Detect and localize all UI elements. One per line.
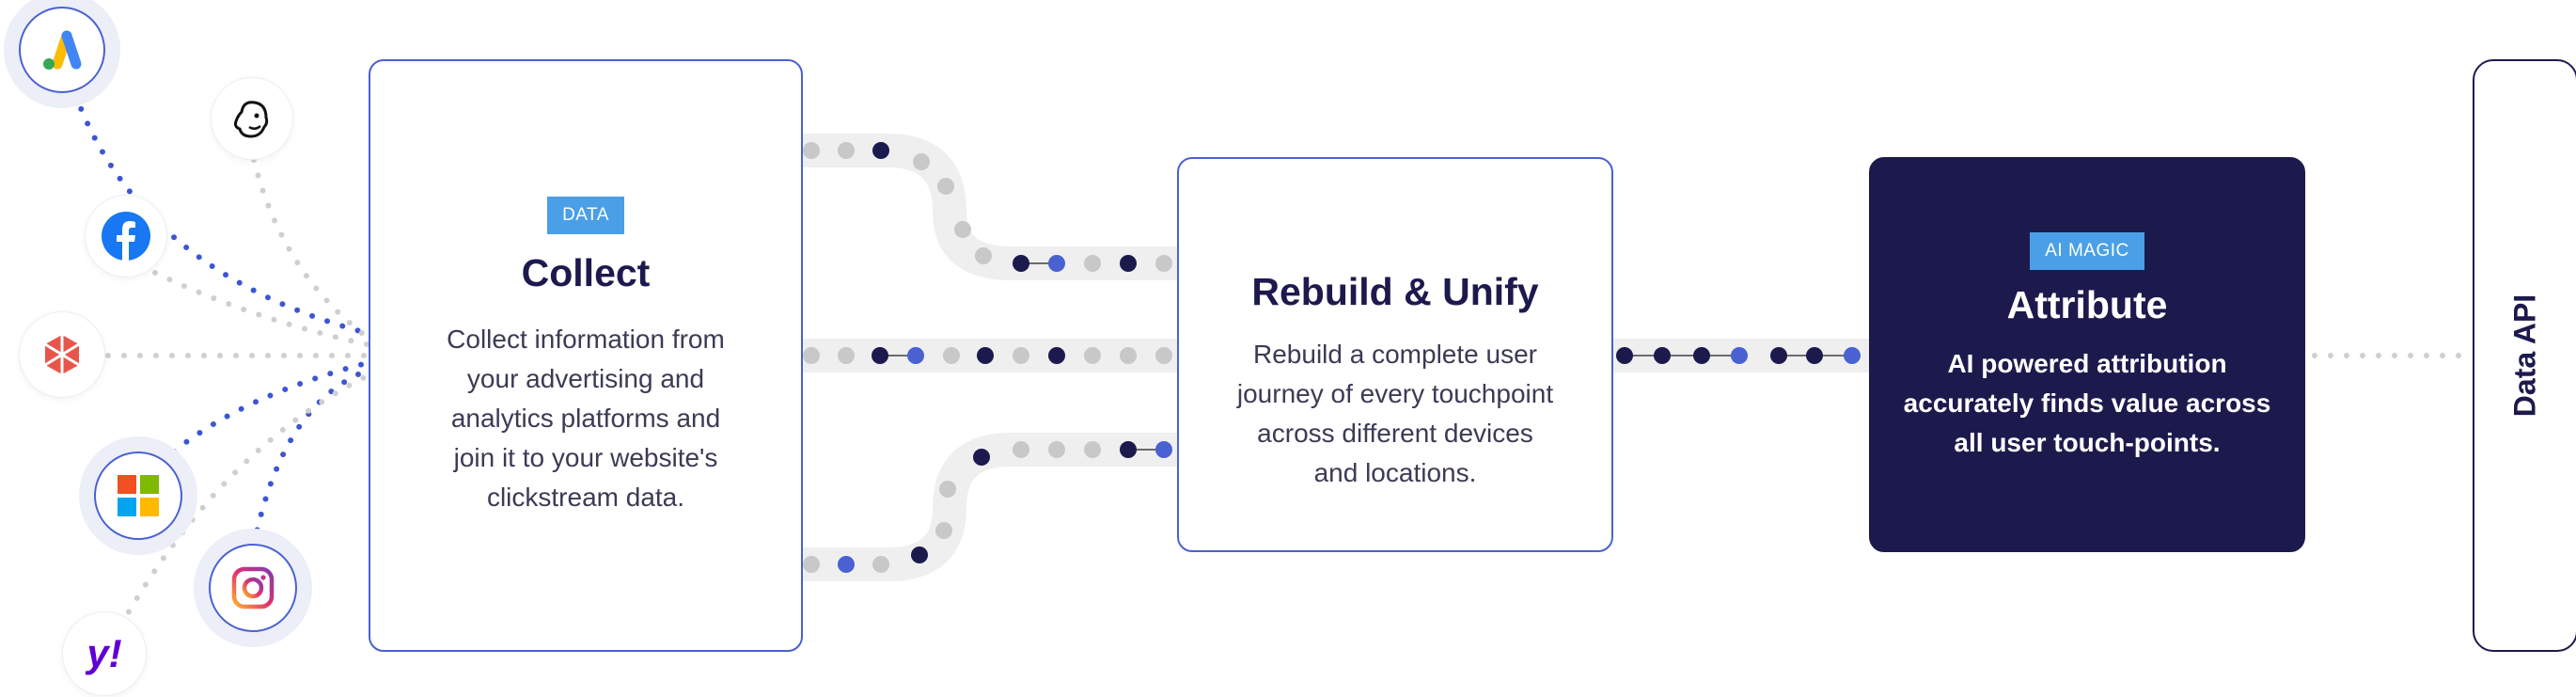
track-dot [1084,347,1101,364]
track-dot [1155,347,1172,364]
source-line-instagram [251,368,369,548]
desc-line: journey of every touchpoint [1236,379,1554,408]
track-dot [1693,347,1710,364]
desc-line: Collect information from [447,325,725,354]
track-dot [943,347,960,364]
source-asterisk [19,311,105,398]
data-api-box: Data API [2473,59,2576,652]
track-dot [872,347,888,364]
desc-line: and locations. [1313,458,1477,487]
track-dot [838,142,855,159]
rebuild-description: Rebuild a complete user journey of every… [1179,335,1611,493]
track-dot [838,347,855,364]
track-dot [939,481,956,498]
desc-line: join it to your website's [453,443,718,472]
google-ads-icon [43,30,82,70]
track-dot [803,142,820,159]
track-dot [1120,441,1137,458]
track-dot [1155,441,1172,458]
collect-title: Collect [521,251,651,294]
source-facebook [85,195,167,277]
source-line-mailchimp [251,157,369,340]
track-dot [1013,441,1029,458]
track-dot [1806,347,1823,364]
collect-description: Collect information from your advertisin… [370,320,801,517]
source-line-microsoft [171,360,369,454]
source-instagram [209,544,297,632]
data-badge: DATA [547,197,624,234]
track-dot [913,153,930,170]
yahoo-icon: y! [86,631,122,675]
microsoft-icon [118,475,159,516]
attribute-card: AI MAGIC Attribute AI powered attributio… [1869,157,2305,552]
desc-line: Rebuild a complete user [1253,340,1537,369]
source-line-facebook [152,270,369,347]
rebuild-title: Rebuild & Unify [1251,270,1539,313]
source-yahoo: y! [62,611,147,696]
track-dot [1048,255,1065,272]
track-dot [1013,255,1029,272]
track-dot [803,556,820,573]
track-dot [977,347,994,364]
source-google-ads [19,7,105,93]
desc-line: accurately finds value across [1903,388,2271,418]
desc-line: clickstream data. [486,483,685,512]
track-dot [911,547,928,563]
track-dot [1844,347,1861,364]
track-dot [1120,347,1137,364]
track-dot [803,347,820,364]
track-dot [872,142,889,159]
track-dot [937,178,954,195]
ai-magic-badge: AI MAGIC [2030,232,2144,270]
track-dot [1654,347,1671,364]
track-dot [1120,255,1137,272]
track-dot [1084,255,1101,272]
track-dot [1155,255,1172,272]
desc-line: AI powered attribution [1947,349,2227,378]
source-mailchimp [211,77,293,160]
track-bottom [787,433,1194,581]
track-dot [973,449,990,466]
track-dot [1616,347,1633,364]
track-dot [975,247,992,264]
track-dot [1084,441,1101,458]
collect-card: DATA Collect Collect information from yo… [369,59,803,652]
track-dot [907,347,924,364]
track-dot [935,522,952,539]
attribute-title: Attribute [2006,283,2168,326]
desc-line: all user touch-points. [1954,428,2221,457]
attribute-description: AI powered attribution accurately finds … [1871,344,2303,463]
track-dot [954,221,971,238]
track-dots [803,142,1861,573]
rebuild-card: Rebuild & Unify Rebuild a complete user … [1177,157,1613,552]
track-top [787,134,1194,280]
desc-line: your advertising and [466,364,705,393]
track-dot [1731,347,1748,364]
track-dot [838,556,855,573]
mailchimp-icon [234,101,269,138]
source-line-google [72,91,369,336]
data-api-label: Data API [2507,293,2542,418]
source-microsoft [94,451,182,540]
track-dot [872,556,889,573]
instagram-icon [231,566,275,610]
facebook-icon [102,212,150,261]
desc-line: across different devices [1257,419,1533,448]
desc-line: analytics platforms and [450,404,721,433]
track-dot [1013,347,1029,364]
track-dot [1048,441,1065,458]
track-dot [1048,347,1065,364]
track-dot [1770,347,1787,364]
asterisk-icon [44,335,80,374]
